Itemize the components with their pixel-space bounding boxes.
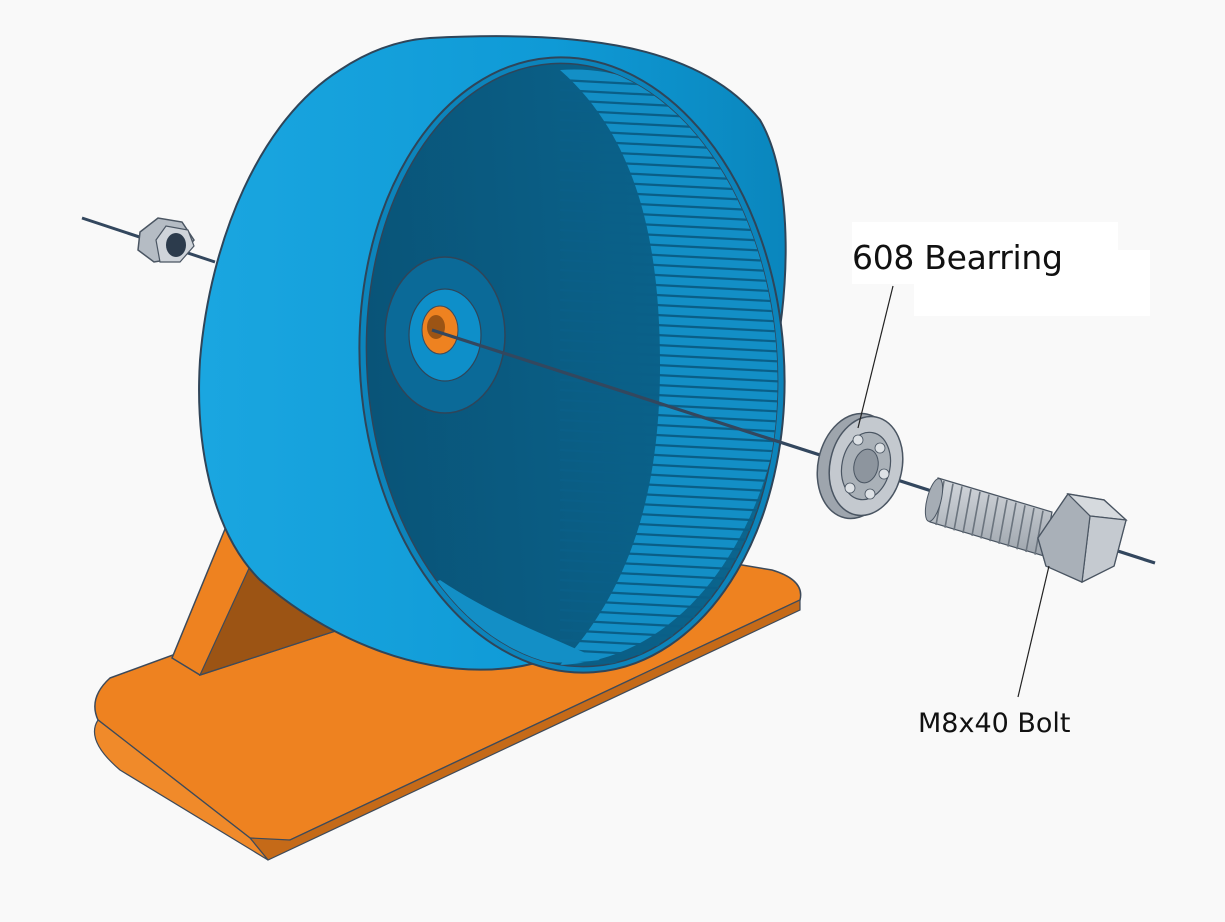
bearing-leader-line bbox=[857, 285, 894, 429]
wheel-rib bbox=[559, 498, 791, 514]
bolt-thread bbox=[953, 486, 963, 531]
bolt-thread bbox=[971, 491, 981, 536]
bolt-label: M8x40 Bolt bbox=[918, 708, 1071, 739]
wheel-rib bbox=[559, 448, 791, 464]
wheel-rib bbox=[559, 468, 791, 484]
wheel-rib bbox=[559, 488, 791, 504]
wheel-ribs bbox=[400, 69, 791, 681]
bolt-thread bbox=[989, 497, 999, 542]
wheel-rib bbox=[559, 418, 791, 434]
wheel-rib bbox=[559, 268, 791, 284]
wheel-rib bbox=[559, 398, 791, 414]
bolt-thread bbox=[1016, 505, 1026, 550]
bolt-thread bbox=[944, 483, 954, 528]
bolt-thread bbox=[980, 494, 990, 539]
wheel-rib bbox=[559, 438, 791, 454]
wheel-rib bbox=[559, 258, 791, 274]
wheel-rib bbox=[559, 328, 791, 344]
wheel-rib bbox=[559, 278, 791, 294]
running-wheel bbox=[198, 35, 791, 681]
wheel-rib bbox=[559, 298, 791, 314]
bearing-label-background-lower bbox=[914, 250, 1150, 316]
wheel-rib bbox=[559, 318, 791, 334]
wheel-rib bbox=[559, 358, 791, 374]
bolt-thread bbox=[998, 499, 1008, 545]
bolt-thread bbox=[1025, 507, 1035, 553]
wheel-rib bbox=[559, 308, 791, 324]
wheel-rib bbox=[559, 238, 791, 254]
bolt-thread bbox=[1034, 510, 1044, 555]
m8x40-bolt bbox=[924, 477, 1128, 584]
wheel-rib bbox=[559, 428, 791, 444]
wheel-rib bbox=[559, 508, 791, 524]
wheel-rib bbox=[559, 228, 791, 244]
wheel-rib bbox=[559, 368, 791, 384]
bolt-thread bbox=[1007, 502, 1017, 547]
wheel-rib bbox=[559, 288, 791, 304]
wheel-rib bbox=[559, 388, 791, 404]
stand-base-rounded-end bbox=[93, 719, 269, 861]
wheel-rib bbox=[559, 248, 791, 264]
hex-nut bbox=[137, 217, 195, 263]
wheel-rib bbox=[559, 408, 791, 424]
wheel-rib bbox=[559, 348, 791, 364]
wheel-rib bbox=[559, 458, 791, 474]
bolt-thread bbox=[962, 488, 972, 534]
608-bearing bbox=[816, 412, 904, 520]
bearing-label: 608 Bearring bbox=[852, 238, 1063, 277]
wheel-rib bbox=[559, 478, 791, 494]
bolt-leader-line bbox=[1017, 565, 1050, 698]
wheel-rib bbox=[559, 338, 791, 354]
